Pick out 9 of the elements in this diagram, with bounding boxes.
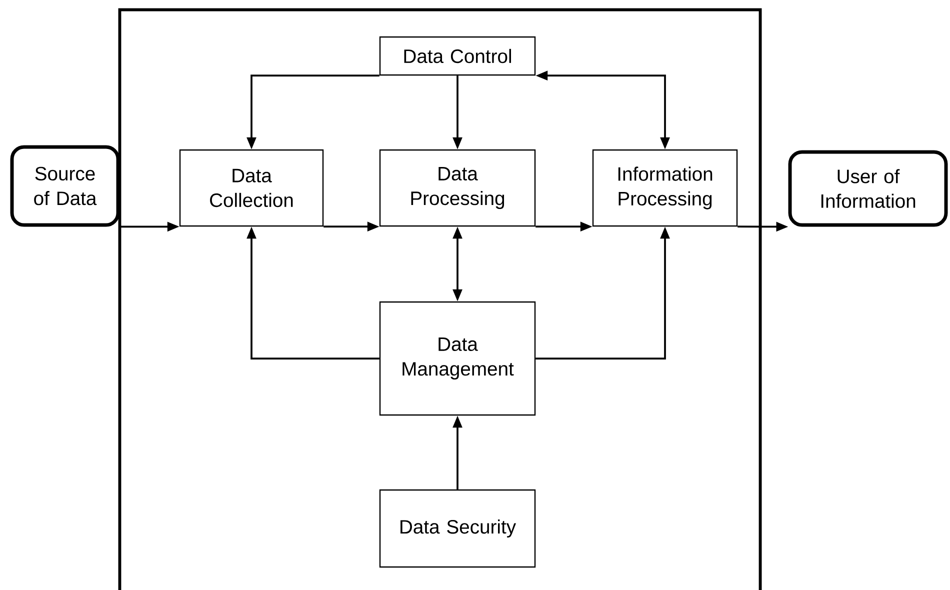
- process-box: Data Processing: [379, 149, 536, 227]
- process-box: Data Security: [379, 489, 536, 568]
- process-box: Data Management: [379, 301, 536, 416]
- terminal-box: User of Information: [788, 150, 948, 227]
- terminal-box: Source of Data: [10, 145, 120, 227]
- process-box: Data Control: [379, 36, 536, 76]
- process-box: Data Collection: [179, 149, 324, 227]
- process-box: Information Processing: [592, 149, 738, 227]
- system-boundary: [118, 8, 762, 590]
